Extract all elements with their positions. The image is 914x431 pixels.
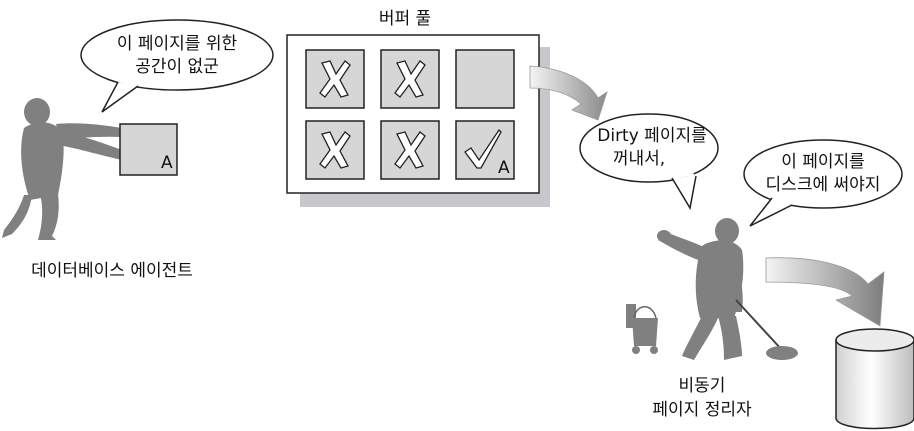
page-cleaner-label-line-2: 페이지 정리자 xyxy=(652,400,752,420)
flow-arrow-cleaner-to-disk xyxy=(765,257,885,327)
dirty-x-icon xyxy=(394,60,426,98)
cleaner-speech-left-line-2: 꺼내서, xyxy=(613,149,665,169)
mop-head xyxy=(766,346,798,360)
cleaner-speech-left-line-1: Dirty 페이지를 xyxy=(597,126,707,146)
mop-bucket xyxy=(626,304,658,354)
dirty-x-icon xyxy=(394,131,426,169)
buffer-page-box xyxy=(380,120,440,180)
buffer-pool-slots: A xyxy=(305,49,515,180)
mop-handle xyxy=(735,299,783,351)
buffer-page-slot xyxy=(455,49,515,109)
agent-speech-line-2: 공간이 없군 xyxy=(135,57,219,77)
cleaner-speech-bubble-left xyxy=(579,113,719,211)
buffer-page-slot xyxy=(305,49,365,109)
dirty-x-icon xyxy=(319,60,351,98)
agent-page-label: A xyxy=(161,153,173,173)
flow-arrow-pool-to-cleaner xyxy=(529,65,608,121)
cleaner-speech-right-line-2: 디스크에 써야지 xyxy=(766,175,881,195)
database-agent-figure xyxy=(2,98,122,240)
buffer-page-slot xyxy=(305,120,365,180)
buffer-page-slot xyxy=(380,120,440,180)
cleaner-speech-bubble-right xyxy=(743,139,903,227)
agent-page-box xyxy=(119,123,178,176)
buffer-page-slot: A xyxy=(455,120,515,180)
page-cleaner-figure xyxy=(657,218,744,360)
database-agent-label: 데이터베이스 에이전트 xyxy=(31,261,193,281)
cleaner-speech-right-line-1: 이 페이지를 xyxy=(781,152,865,172)
buffer-page-box xyxy=(455,49,515,109)
clean-check-icon xyxy=(464,128,502,169)
agent-speech-line-1: 이 페이지를 위한 xyxy=(117,34,238,54)
buffer-pool-title: 버퍼 풀 xyxy=(379,9,431,29)
dirty-x-icon xyxy=(319,131,351,169)
buffer-page-slot xyxy=(380,49,440,109)
agent-speech-bubble xyxy=(80,19,274,113)
page-cleaner-label-line-1: 비동기 xyxy=(679,376,726,396)
buffer-page-label: A xyxy=(498,158,510,178)
disk-cylinder-icon xyxy=(835,328,914,430)
